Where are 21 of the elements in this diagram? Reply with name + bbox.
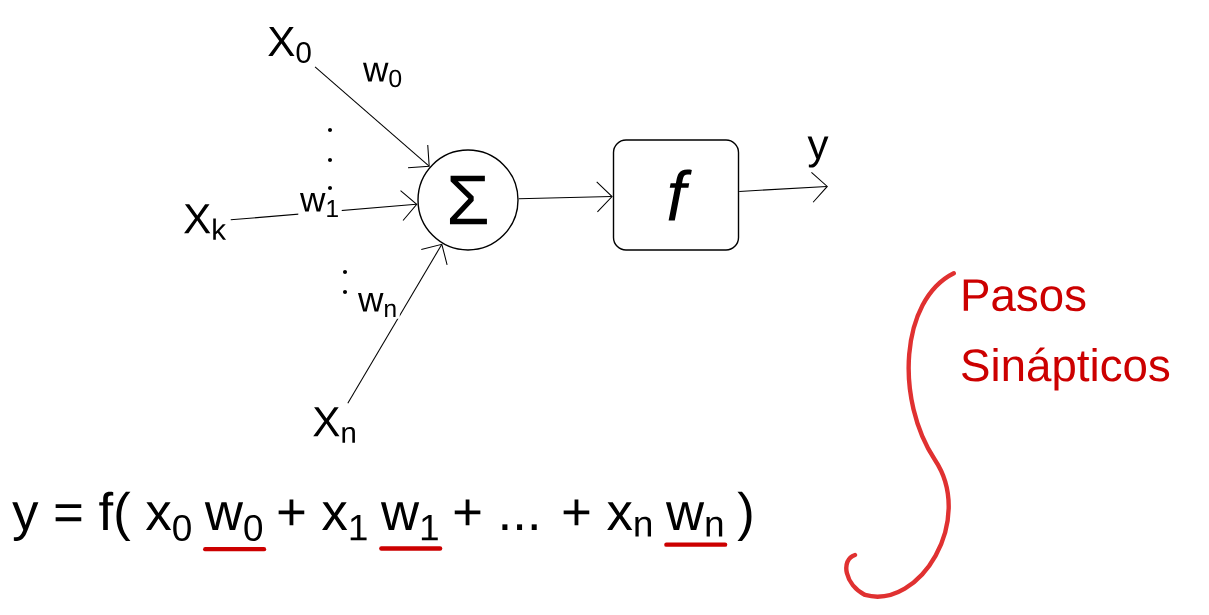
variable-label: X$_{0}$ [268,27,311,63]
arrow [518,181,613,213]
formula-text: w$_{0}$ [204,502,263,542]
variable-label: X$_{n}$ [313,407,355,443]
arrow [347,243,448,404]
formula-text: y = f( x$_{0}$ [12,491,191,542]
variable-label: X$_{k}$ [184,204,227,240]
arrow [314,66,430,169]
formula-text: w$_{n}$ [665,502,723,537]
formula-text: + ... + x$_{n}$ [454,499,651,537]
edge-label: w$_{0}$ [361,61,405,89]
edge-label: w$_{1}$ [298,191,342,219]
function-box: f [612,139,740,251]
formula-text: w$_{1}$ [380,502,438,541]
formula-text: + x$_{1}$ [278,499,367,541]
edge-label: w$_{n}$ [356,291,400,319]
leader-curve [844,271,956,599]
annotation-text: Pasos Sinápticos [962,279,1170,391]
variable-label: y [807,136,829,168]
formula-text: ) [737,491,752,541]
arrow [738,171,828,203]
